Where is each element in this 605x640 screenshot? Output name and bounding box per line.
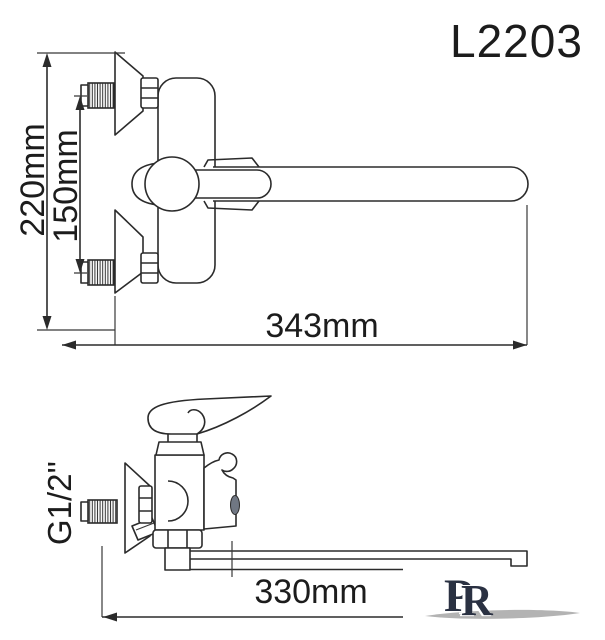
spout-base-block (164, 547, 191, 571)
top-escutcheon-lower (114, 209, 144, 294)
dimension-343 (62, 205, 528, 350)
dimension-330 (101, 546, 403, 622)
top-escutcheon-upper (114, 51, 144, 136)
lever-underside-detail (187, 408, 206, 435)
brand-logo: P R (444, 570, 564, 625)
connection-nut-lower (140, 252, 159, 284)
top-view-drawing (37, 51, 529, 350)
spout-outline (213, 166, 529, 202)
spout-base-tab-upper (203, 157, 260, 168)
dim-label-220: 220mm (14, 123, 52, 237)
side-view-drawing (80, 395, 580, 622)
spout-base-tab-lower (203, 200, 260, 211)
dimension-150 (74, 95, 87, 274)
connection-nut-upper (140, 77, 159, 109)
brand-logo-letter-p: P (444, 570, 473, 622)
shower-bracket (203, 452, 240, 530)
faucet-body-side-view (154, 454, 205, 531)
brand-swoosh (425, 609, 580, 619)
dimension-220 (37, 52, 125, 331)
handle-knob (144, 156, 200, 212)
dim-label-343: 343mm (265, 307, 379, 345)
brand-logo-letter-r: R (461, 576, 493, 625)
side-spout (190, 550, 528, 567)
handle-lever-edges (195, 169, 257, 199)
spout-hex-nut (152, 529, 203, 549)
lever-handle-side (147, 395, 272, 435)
dim-label-150: 150mm (47, 129, 85, 243)
cartridge-cap (155, 441, 205, 456)
side-threaded-inlet (80, 499, 118, 524)
handle-lever-end (256, 169, 272, 199)
dim-label-330: 330mm (254, 573, 368, 611)
spout-fill (213, 167, 528, 201)
body-dome-detail (167, 480, 189, 522)
thread-size-label: G1/2'' (41, 460, 78, 546)
side-connection-nut (138, 485, 153, 524)
model-number: L2203 (450, 15, 583, 67)
